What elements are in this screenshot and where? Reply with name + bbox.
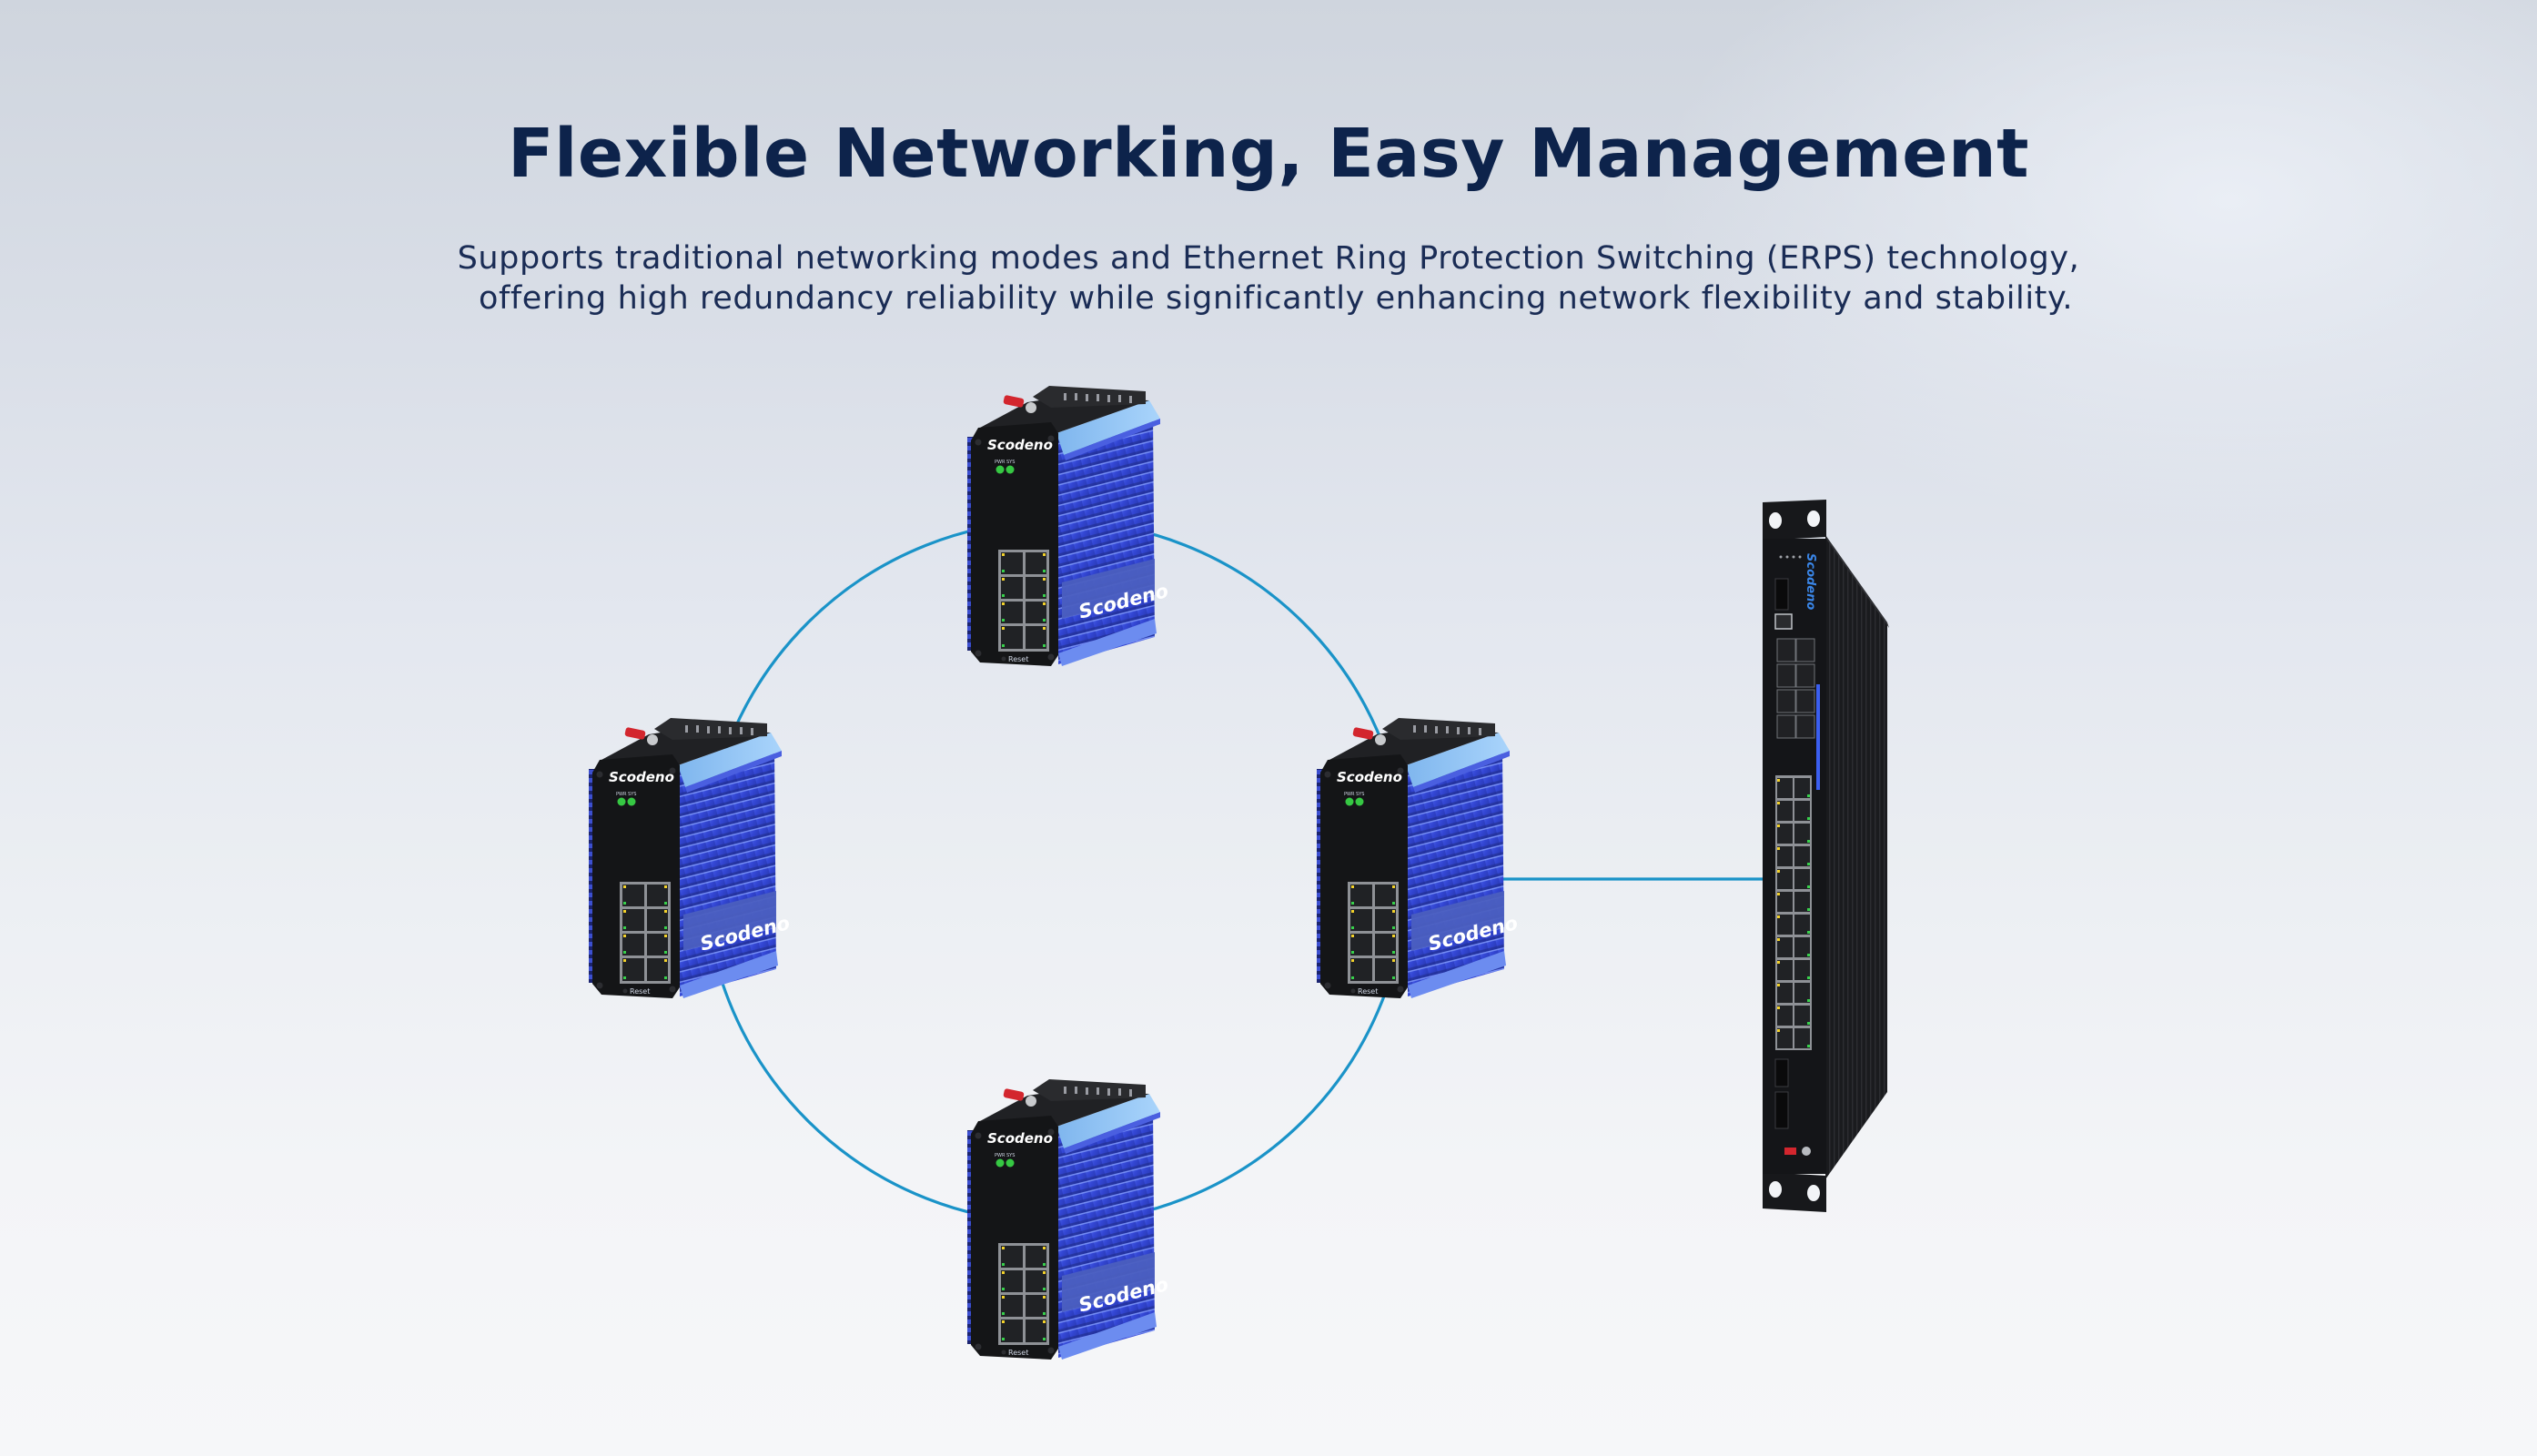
- uplink-rack-switch[interactable]: Scodeno: [1763, 500, 1889, 1212]
- rack-ear-top: [1763, 500, 1826, 541]
- ring-switch-left[interactable]: Scodeno PWR SYS Reset: [589, 718, 793, 998]
- led-label-sys: SYS: [1356, 792, 1364, 797]
- subtitle-line-2: offering high redundancy reliability whi…: [478, 280, 2074, 317]
- reset-label: Reset: [1008, 1349, 1028, 1357]
- switch-brand-logo: Scodeno: [987, 437, 1053, 453]
- page-subtitle: Supports traditional networking modes an…: [0, 238, 2537, 318]
- reset-label: Reset: [1008, 655, 1028, 663]
- led-label-pwr: PWR: [995, 1153, 1006, 1158]
- rack-ear-bottom: [1763, 1172, 1826, 1212]
- switch-brand-logo: Scodeno: [1337, 769, 1402, 785]
- switch-brand-logo: Scodeno: [609, 769, 674, 785]
- led-label-pwr: PWR: [1344, 792, 1355, 797]
- page-title: Flexible Networking, Easy Management: [507, 115, 2029, 193]
- ring-switch-top[interactable]: Scodeno PWR SYS Reset: [967, 386, 1171, 666]
- led-label-sys: SYS: [628, 792, 636, 797]
- led-label-sys: SYS: [1006, 460, 1015, 465]
- ring-switch-right[interactable]: Scodeno PWR SYS Reset: [1317, 718, 1521, 998]
- led-label-pwr: PWR: [995, 460, 1006, 465]
- ring-switch-bottom[interactable]: Scodeno PWR SYS Reset: [967, 1079, 1171, 1360]
- reset-label: Reset: [1358, 987, 1378, 996]
- led-label-sys: SYS: [1006, 1153, 1015, 1158]
- subtitle-line-1: Supports traditional networking modes an…: [457, 240, 2080, 277]
- reset-label: Reset: [630, 987, 650, 996]
- led-label-pwr: PWR: [616, 792, 627, 797]
- rack-brand-logo: Scodeno: [1804, 553, 1817, 610]
- switch-brand-logo: Scodeno: [987, 1130, 1053, 1147]
